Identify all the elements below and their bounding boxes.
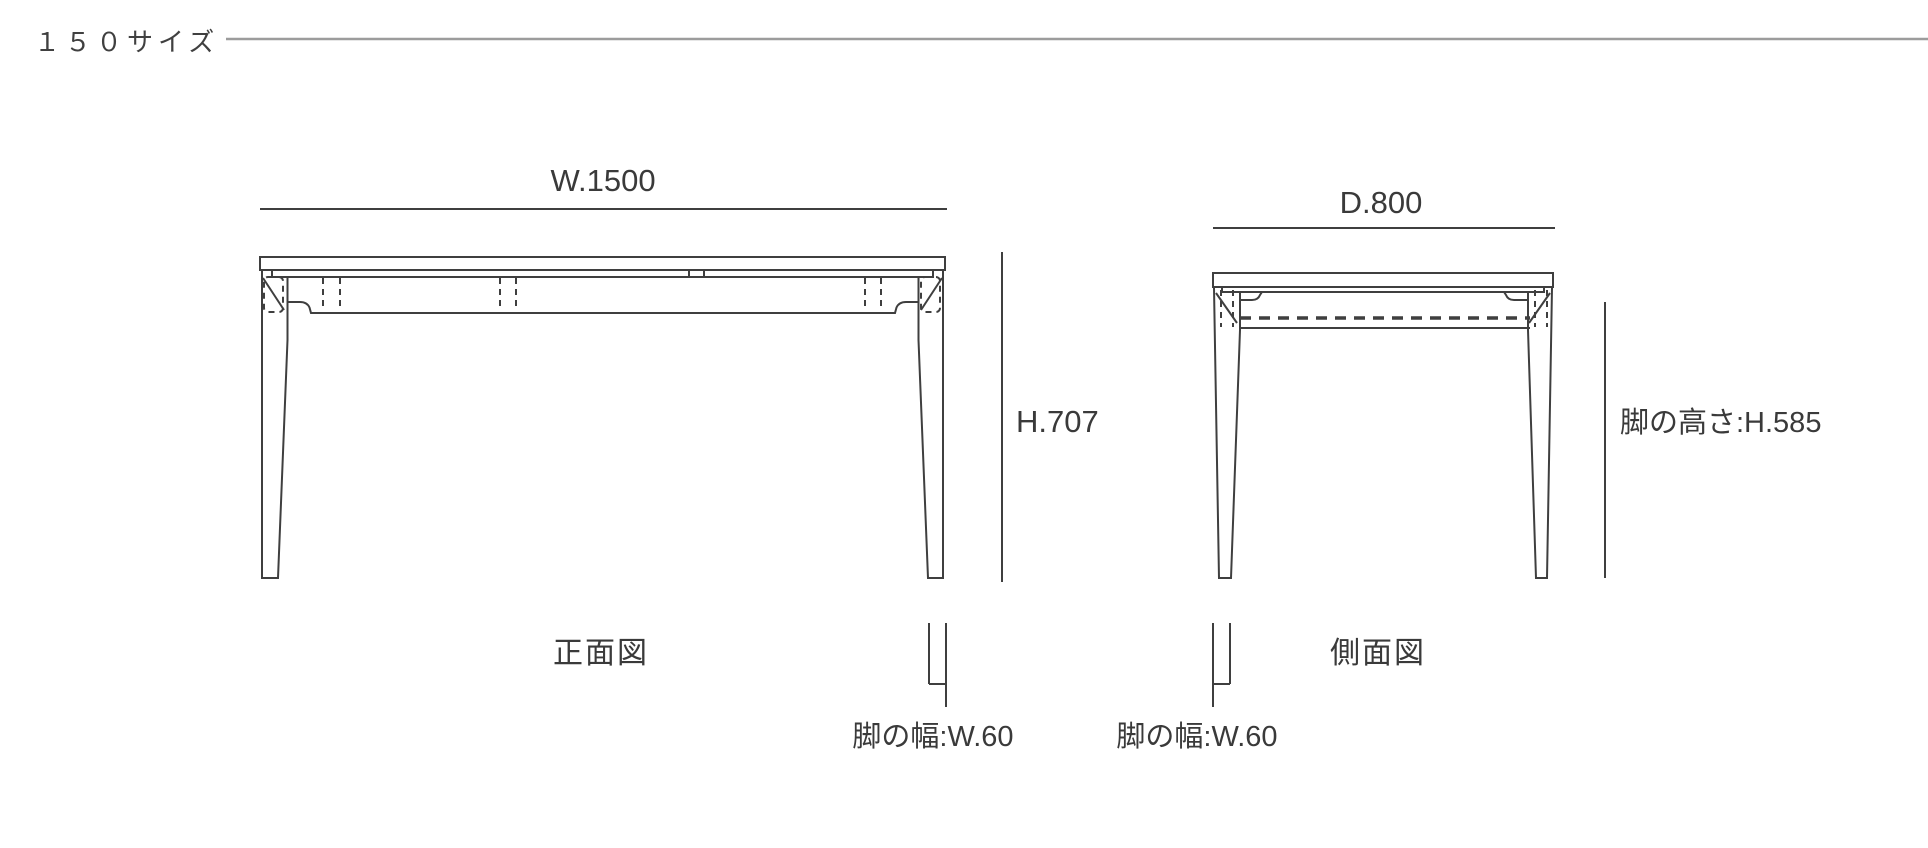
side-depth-dimension-text: D.800 — [1339, 185, 1423, 220]
side-leg-height-text: 脚の高さ:H.585 — [1620, 407, 1822, 439]
front-leg-width-marker — [928, 623, 947, 707]
side-leg-width-marker — [1212, 623, 1231, 707]
side-apron-edge — [1240, 291, 1528, 301]
front-height-dimension-text: H.707 — [1016, 404, 1099, 439]
side-corner-brackets — [1215, 290, 1551, 327]
side-left-leg — [1213, 287, 1241, 579]
front-tabletop — [259, 256, 946, 271]
side-view-drawing — [1212, 227, 1606, 707]
front-left-leg — [261, 271, 289, 579]
side-right-leg — [1527, 287, 1553, 579]
front-view-drawing — [259, 208, 1003, 707]
front-hidden-dowels — [322, 278, 882, 308]
front-apron-edge — [288, 301, 918, 314]
side-tabletop — [1212, 272, 1554, 288]
front-corner-brackets — [262, 276, 943, 313]
front-leg-width-text: 脚の幅:W.60 — [852, 721, 1014, 753]
front-width-dimension-text: W.1500 — [550, 163, 656, 198]
size-section-label: １５０サイズ — [34, 27, 220, 57]
side-view-caption: 側面図 — [1330, 637, 1426, 670]
front-view-caption: 正面図 — [553, 637, 649, 670]
front-sub-rail — [271, 269, 934, 278]
side-leg-width-text: 脚の幅:W.60 — [1116, 721, 1278, 753]
front-right-leg — [917, 271, 944, 579]
